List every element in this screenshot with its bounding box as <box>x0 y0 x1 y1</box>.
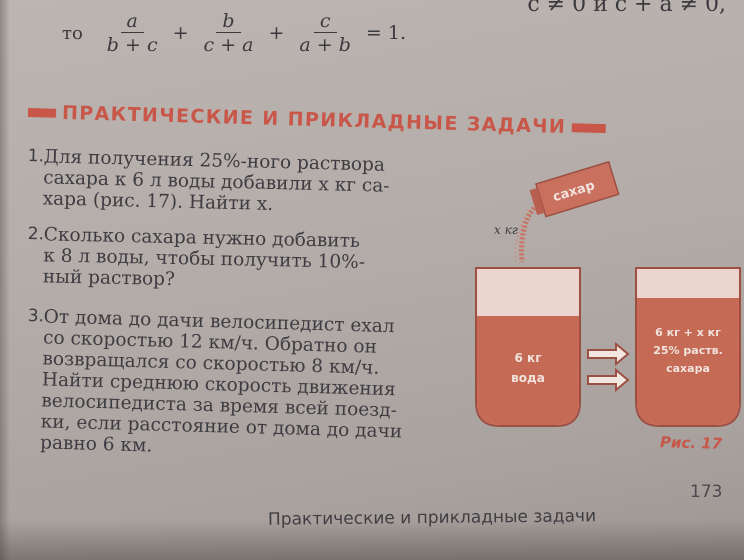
header-bar-left <box>27 107 57 118</box>
figure-17-illustration: сахар x кг 6 кг вода 6 кг + x кг 25% рас… <box>475 160 741 427</box>
equals-one: = 1. <box>365 22 407 44</box>
plus-sign: + <box>268 22 285 44</box>
fraction-term: b c + a <box>198 10 260 57</box>
page-edge-shadow <box>0 0 10 560</box>
header-bar-right <box>572 122 607 133</box>
solution-concentration-label: 25% раств. <box>653 344 723 357</box>
transition-arrows <box>587 341 630 393</box>
problem-number: 2. <box>27 224 45 245</box>
jar-liquid <box>477 316 579 425</box>
fraction-denominator: c + a <box>203 33 254 56</box>
problem-number: 3. <box>27 306 45 327</box>
solution-jar: 6 кг + x кг 25% раств. сахара <box>635 267 741 427</box>
previous-formula-fragment: c ≠ 0 и c + a ≠ 0, <box>120 0 740 14</box>
fraction-term: c a + b <box>293 10 357 57</box>
water-label: вода <box>511 371 545 385</box>
sugar-packet: сахар <box>529 160 620 218</box>
page-number: 173 <box>690 482 723 502</box>
packet-opening <box>529 187 545 216</box>
fraction-denominator: b + c <box>106 33 158 56</box>
fraction-term: a b + c <box>101 10 164 57</box>
sugar-stream-fine <box>514 209 529 263</box>
fraction-numerator: a <box>120 10 144 33</box>
section-title: ПРАКТИЧЕСКИЕ И ПРИКЛАДНЫЕ ЗАДАЧИ <box>61 101 567 139</box>
water-jar: 6 кг вода <box>475 267 581 427</box>
figure-caption: Рис. 17 <box>659 433 723 453</box>
water-mass-label: 6 кг <box>515 351 542 365</box>
problem-number: 1. <box>27 146 45 167</box>
problem-1: 1. Для получения 25%-ного раствора сахар… <box>26 146 457 219</box>
fraction-numerator: b <box>216 10 241 33</box>
problem-2: 2. Сколько сахара нужно добавить к 8 л в… <box>27 224 458 296</box>
solution-sugar-label: сахара <box>666 362 710 375</box>
sugar-stream <box>519 206 537 263</box>
section-header: ПРАКТИЧЕСКИЕ И ПРИКЛАДНЫЕ ЗАДАЧИ <box>27 100 728 144</box>
arrow-right-icon <box>587 341 630 367</box>
pour-amount-label: x кг <box>494 223 518 237</box>
previous-condition-text: c ≠ 0 и c + a ≠ 0, <box>527 0 726 14</box>
plus-sign: + <box>172 22 189 44</box>
fraction-numerator: c <box>313 10 337 33</box>
fraction-denominator: a + b <box>299 33 351 56</box>
fraction-identity: то a b + c + b c + a + c a + b = 1. <box>62 8 409 58</box>
solution-mass-label: 6 кг + x кг <box>655 326 721 339</box>
formula-prefix: то <box>62 22 83 44</box>
arrow-right-icon <box>587 367 630 393</box>
problem-3: 3. От дома до дачи велосипедист ехал со … <box>24 306 458 465</box>
bottom-shadow <box>0 520 744 560</box>
packet-body <box>535 160 620 218</box>
jar-liquid <box>637 298 739 425</box>
